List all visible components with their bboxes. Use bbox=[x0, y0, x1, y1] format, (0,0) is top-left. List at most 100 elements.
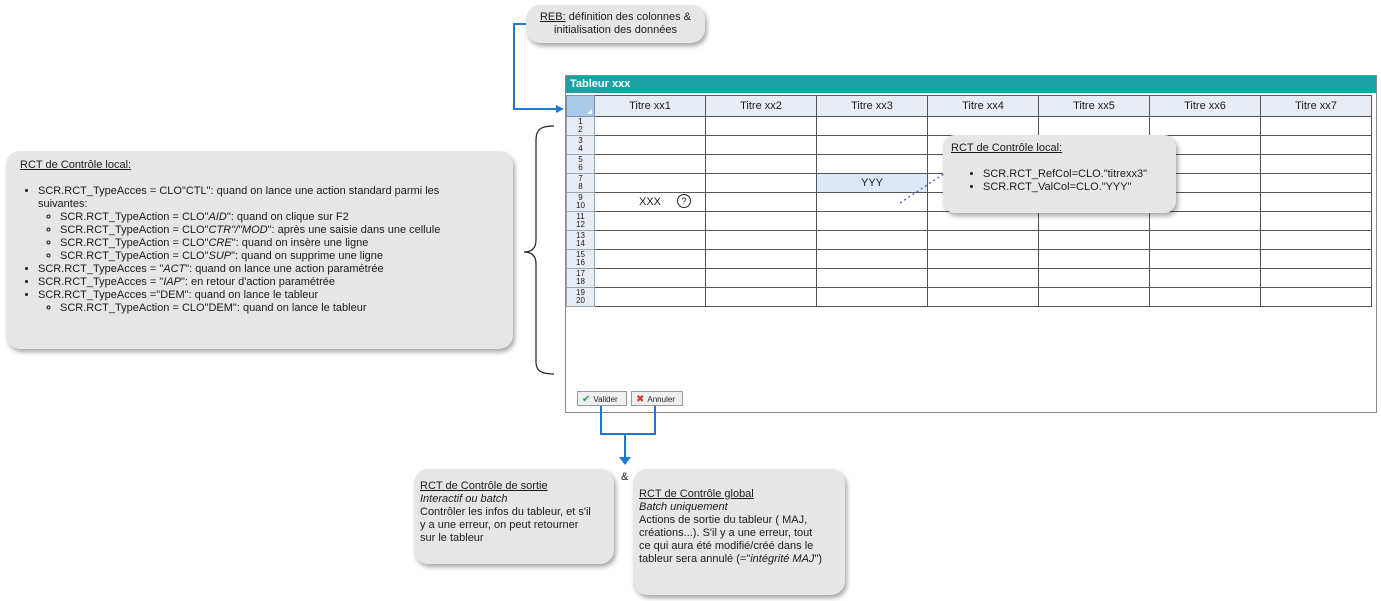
cell[interactable] bbox=[1038, 211, 1150, 231]
column-header[interactable]: Titre xx4 bbox=[927, 95, 1039, 117]
cell[interactable] bbox=[594, 135, 706, 155]
cell[interactable] bbox=[594, 268, 706, 288]
column-header[interactable]: Titre xx1 bbox=[594, 95, 706, 117]
cell[interactable] bbox=[705, 230, 817, 250]
reb-label: REB: bbox=[539, 11, 566, 23]
cell[interactable] bbox=[816, 211, 928, 231]
cell[interactable] bbox=[705, 287, 817, 307]
cell[interactable] bbox=[816, 192, 928, 212]
cell[interactable] bbox=[594, 154, 706, 174]
cell[interactable] bbox=[1149, 116, 1261, 136]
exit-control-note: RCT de Contrôle de sortie Interactif ou … bbox=[414, 469, 614, 564]
cell[interactable] bbox=[594, 230, 706, 250]
cross-icon: ✖ bbox=[636, 394, 645, 405]
cell[interactable] bbox=[927, 116, 1039, 136]
cell[interactable] bbox=[927, 230, 1039, 250]
cell[interactable] bbox=[816, 230, 928, 250]
rows-brace bbox=[523, 125, 555, 375]
cell[interactable] bbox=[1149, 287, 1261, 307]
cell[interactable] bbox=[594, 116, 706, 136]
cell[interactable] bbox=[594, 211, 706, 231]
cell[interactable] bbox=[705, 135, 817, 155]
cell[interactable] bbox=[816, 249, 928, 269]
cell[interactable] bbox=[1038, 230, 1150, 250]
global-control-note: RCT de Contrôle global Batch uniquement … bbox=[633, 469, 845, 595]
cancel-button[interactable]: ✖Annuler bbox=[631, 391, 683, 406]
cell[interactable] bbox=[1149, 249, 1261, 269]
cell[interactable] bbox=[927, 249, 1039, 269]
cell[interactable] bbox=[1038, 268, 1150, 288]
cell[interactable] bbox=[705, 192, 817, 212]
reb-text-2: initialisation des données bbox=[554, 24, 677, 36]
cell[interactable] bbox=[1149, 211, 1261, 231]
cell[interactable] bbox=[1260, 211, 1372, 231]
exit-note-subtitle: Interactif ou batch bbox=[420, 493, 508, 505]
cell[interactable] bbox=[1260, 135, 1372, 155]
exit-note-line: y a une erreur, on peut retourner bbox=[420, 519, 579, 531]
cell[interactable] bbox=[816, 287, 928, 307]
cell[interactable] bbox=[705, 116, 817, 136]
cell[interactable] bbox=[1038, 249, 1150, 269]
cell[interactable] bbox=[927, 268, 1039, 288]
cell[interactable] bbox=[594, 249, 706, 269]
exit-note-line: Contrôler les infos du tableur, et s'il bbox=[420, 506, 591, 518]
column-header[interactable]: Titre xx5 bbox=[1038, 95, 1150, 117]
cell[interactable] bbox=[1038, 116, 1150, 136]
left-note-subitem: SCR.RCT_TypeAction = CLO"AID": quand on … bbox=[60, 211, 499, 224]
cell[interactable] bbox=[594, 173, 706, 193]
cancel-label: Annuler bbox=[647, 395, 675, 404]
window-title: Tableur xxx bbox=[566, 76, 1376, 93]
cell[interactable] bbox=[705, 173, 817, 193]
cell[interactable] bbox=[1038, 287, 1150, 307]
reb-note: REB: définition des colonnes & initialis… bbox=[526, 5, 705, 43]
global-note-title: RCT de Contrôle global bbox=[639, 488, 754, 500]
cell[interactable] bbox=[705, 268, 817, 288]
submit-connector bbox=[600, 406, 656, 458]
cell[interactable] bbox=[927, 287, 1039, 307]
cell[interactable] bbox=[1260, 116, 1372, 136]
column-header[interactable]: Titre xx3 bbox=[816, 95, 928, 117]
column-header[interactable]: Titre xx7 bbox=[1260, 95, 1372, 117]
cell[interactable] bbox=[816, 135, 928, 155]
cell[interactable] bbox=[1260, 192, 1372, 212]
cell-xxx[interactable]: XXX ? bbox=[594, 192, 706, 212]
global-note-line: ce qui aura été modifié/créé dans le bbox=[639, 540, 814, 552]
cell[interactable] bbox=[1149, 230, 1261, 250]
cell[interactable] bbox=[1149, 268, 1261, 288]
cell[interactable] bbox=[1260, 287, 1372, 307]
cell[interactable] bbox=[705, 211, 817, 231]
cell[interactable] bbox=[816, 154, 928, 174]
left-note-item: SCR.RCT_TypeAcces = CLO"CTL": quand on l… bbox=[38, 185, 499, 263]
cell[interactable] bbox=[1260, 154, 1372, 174]
cell[interactable] bbox=[1260, 173, 1372, 193]
cell[interactable] bbox=[1260, 249, 1372, 269]
exit-note-line: sur le tableur bbox=[420, 532, 484, 544]
cell[interactable] bbox=[1260, 268, 1372, 288]
cell[interactable] bbox=[705, 249, 817, 269]
cell[interactable] bbox=[816, 268, 928, 288]
column-header[interactable]: Titre xx6 bbox=[1149, 95, 1261, 117]
cell[interactable] bbox=[816, 116, 928, 136]
left-note-subitem: SCR.RCT_TypeAction = CLO"CRE": quand on … bbox=[60, 237, 499, 250]
cell[interactable] bbox=[594, 287, 706, 307]
validate-button[interactable]: ✔Valider bbox=[577, 391, 627, 406]
cell[interactable] bbox=[927, 211, 1039, 231]
validate-label: Valider bbox=[593, 395, 618, 404]
help-icon[interactable]: ? bbox=[677, 194, 691, 208]
global-note-line: tableur sera annulé (="intégrité MAJ") bbox=[639, 553, 823, 565]
cell-yyy[interactable]: YYY bbox=[816, 173, 928, 193]
cell[interactable] bbox=[705, 154, 817, 174]
cell[interactable] bbox=[1260, 230, 1372, 250]
column-header[interactable]: Titre xx2 bbox=[705, 95, 817, 117]
select-all-corner[interactable] bbox=[566, 95, 595, 117]
